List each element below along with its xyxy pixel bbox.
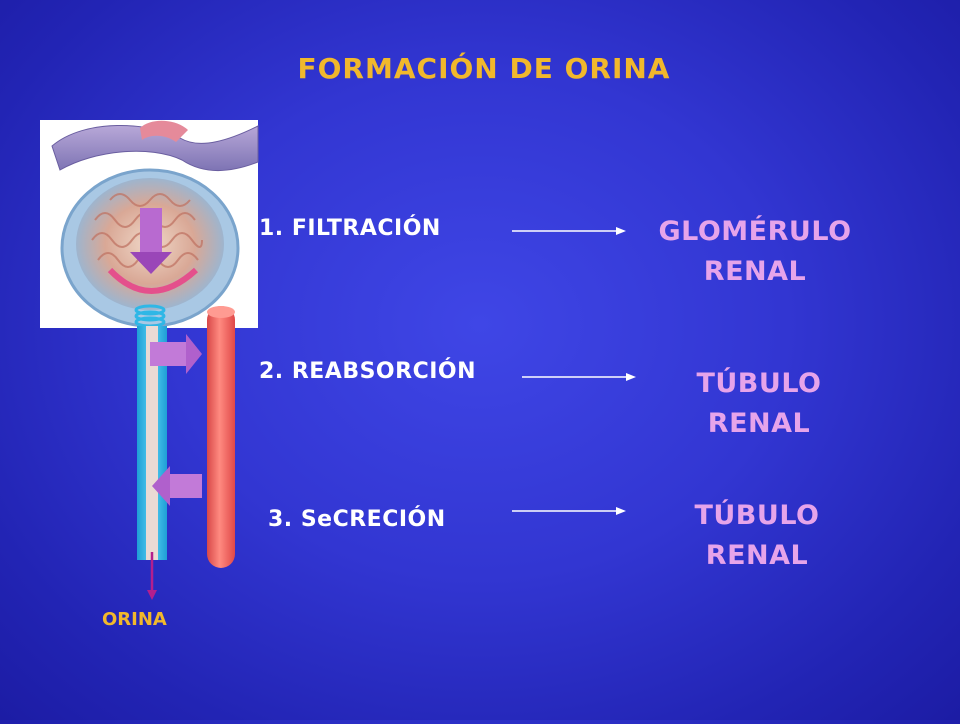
nephron-diagram (0, 0, 300, 720)
arteriole (51, 125, 259, 171)
filtration-arrow-head (130, 252, 172, 274)
urine-label: ORINA (102, 609, 167, 630)
arrow-filtration (512, 224, 627, 238)
result-tubulo-1: TÚBULO RENAL (644, 364, 874, 444)
secretion-arrow-head (152, 466, 170, 506)
reabsorption-arrow-shaft (150, 342, 188, 366)
filtration-arrow-shaft (140, 208, 162, 254)
result-line-1: GLOMÉRULO (658, 216, 852, 247)
result-line-2: RENAL (705, 540, 809, 571)
result-line-2: RENAL (703, 256, 807, 287)
arrow-icon (512, 227, 626, 235)
arrow-icon (522, 373, 636, 381)
step-secrecion: 3. SeCRECIÓN (268, 507, 446, 532)
reabsorption-arrow-head (186, 334, 202, 374)
secretion-arrow-shaft (168, 474, 202, 498)
result-tubulo-2: TÚBULO RENAL (642, 496, 872, 576)
arrow-secrecion (512, 504, 627, 518)
result-line-1: TÚBULO (696, 368, 822, 399)
result-line-2: RENAL (707, 408, 811, 439)
filtrate-arc (107, 267, 199, 294)
page-title: FORMACIÓN DE ORINA (297, 52, 671, 85)
arrow-reabsorcion (522, 370, 637, 384)
arteriole-cut (140, 120, 188, 142)
urine-output-head (147, 590, 157, 600)
step-filtration: 1. FILTRACIÓN (259, 216, 441, 241)
result-line-1: TÚBULO (694, 500, 820, 531)
tubule-lumen (146, 326, 158, 560)
result-glomerulo: GLOMÉRULO RENAL (640, 212, 870, 292)
arrow-icon (512, 507, 626, 515)
peritubular-capillary (207, 306, 235, 568)
step-reabsorcion: 2. REABSORCIÓN (259, 359, 477, 384)
vessel-top (207, 306, 235, 318)
nephron-illustration (40, 120, 259, 600)
